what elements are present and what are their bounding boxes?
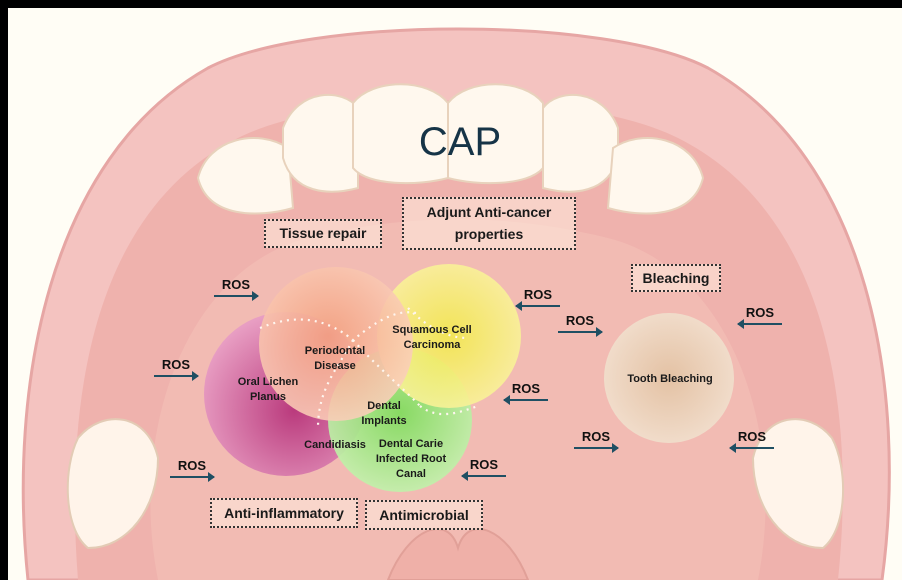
arrow-left-icon [730, 447, 774, 449]
arrow-right-icon [214, 295, 258, 297]
oral-lichen-planus-label: Oral Lichen Planus [230, 375, 306, 405]
arrow-right-icon [154, 375, 198, 377]
ros-label: ROS [504, 382, 548, 396]
bleaching-box: Bleaching [631, 264, 721, 292]
dental-implants-label: Dental Implants [354, 399, 414, 429]
tooth-bleaching-label: Tooth Bleaching [624, 372, 716, 387]
mouth-illustration [8, 8, 902, 580]
figure-frame: CAP Tissue repair Adjunt Anti-cancer pro… [8, 8, 902, 580]
ros-label: ROS [154, 358, 198, 372]
ros-arrow: ROS [738, 306, 782, 325]
ros-label: ROS [738, 306, 782, 320]
dental-caries-label: Dental Carie Infected Root Canal [364, 437, 458, 482]
ros-label: ROS [214, 278, 258, 292]
ros-label: ROS [730, 430, 774, 444]
arrow-left-icon [738, 323, 782, 325]
arrow-right-icon [170, 476, 214, 478]
ros-label: ROS [170, 459, 214, 473]
ros-arrow: ROS [504, 382, 548, 401]
diagram-title: CAP [412, 120, 508, 164]
arrow-left-icon [516, 305, 560, 307]
arrow-left-icon [504, 399, 548, 401]
squamous-cell-carcinoma-label: Squamous Cell Carcinoma [382, 323, 482, 353]
tissue-repair-box: Tissue repair [264, 219, 382, 248]
ros-arrow: ROS [516, 288, 560, 307]
ros-arrow: ROS [462, 458, 506, 477]
ros-arrow: ROS [558, 314, 602, 333]
ros-label: ROS [516, 288, 560, 302]
ros-arrow: ROS [574, 430, 618, 449]
ros-label: ROS [574, 430, 618, 444]
anti-inflammatory-box: Anti-inflammatory [210, 498, 358, 528]
ros-arrow: ROS [154, 358, 198, 377]
periodontal-disease-label: Periodontal Disease [296, 344, 374, 374]
arrow-left-icon [462, 475, 506, 477]
ros-label: ROS [462, 458, 506, 472]
candidiasis-label: Candidiasis [296, 438, 374, 453]
ros-label: ROS [558, 314, 602, 328]
arrow-right-icon [558, 331, 602, 333]
antimicrobial-box: Antimicrobial [365, 500, 483, 530]
anticancer-box: Adjunt Anti-cancer properties [402, 197, 576, 250]
ros-arrow: ROS [730, 430, 774, 449]
ros-arrow: ROS [170, 459, 214, 478]
arrow-right-icon [574, 447, 618, 449]
ros-arrow: ROS [214, 278, 258, 297]
